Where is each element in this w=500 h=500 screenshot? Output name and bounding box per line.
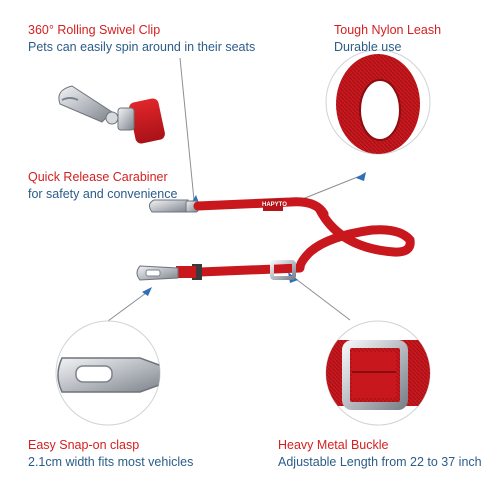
callout-nylon-leash: Tough Nylon Leash Durable use	[334, 22, 441, 56]
callout-desc: Adjustable Length from 22 to 37 inch	[278, 455, 482, 469]
callout-title: 360° Rolling Swivel Clip	[28, 23, 161, 37]
callout-title: Easy Snap-on clasp	[28, 438, 140, 452]
callout-desc: Pets can easily spin around in their sea…	[28, 40, 256, 54]
pointer-lines	[107, 57, 361, 322]
callout-desc: 2.1cm width fits most vehicles	[28, 455, 194, 469]
metal-buckle-closeup	[325, 320, 431, 426]
callout-desc: Durable use	[334, 40, 402, 54]
callout-snap-clasp: Easy Snap-on clasp 2.1cm width fits most…	[28, 437, 193, 471]
callout-carabiner: Quick Release Carabiner for safety and c…	[28, 169, 177, 203]
callout-title: Quick Release Carabiner	[28, 170, 168, 184]
callout-swivel-clip: 360° Rolling Swivel Clip Pets can easily…	[28, 22, 255, 56]
swivel-clip-image	[58, 85, 165, 144]
leash-main	[136, 197, 415, 281]
callout-title: Heavy Metal Buckle	[278, 438, 389, 452]
callout-metal-buckle: Heavy Metal Buckle Adjustable Length fro…	[278, 437, 482, 471]
brand-tag: HAPYTO	[262, 202, 287, 208]
snap-clasp-closeup	[55, 320, 161, 426]
callout-title: Tough Nylon Leash	[334, 23, 442, 37]
callout-desc: for safety and convenience	[28, 187, 178, 201]
nylon-leash-closeup	[325, 49, 431, 155]
